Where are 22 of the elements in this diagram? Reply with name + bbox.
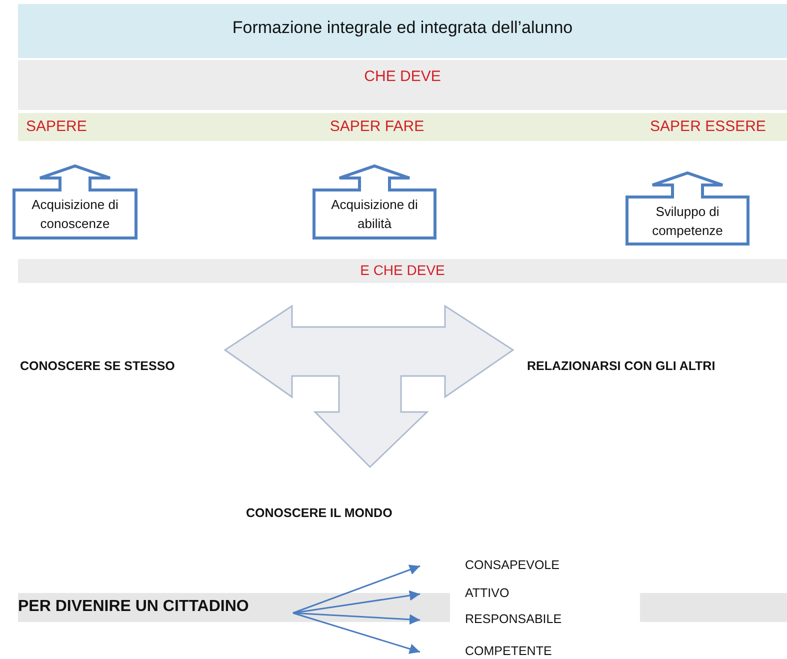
arrow: [292, 564, 420, 614]
band: [18, 113, 787, 141]
text: CONOSCERE SE STESSO: [20, 359, 175, 373]
callout-text: Acquisizione di abilità: [330, 196, 419, 233]
arrow: [292, 612, 420, 654]
text: COMPETENTE: [420, 642, 570, 659]
band-text: SAPERE: [26, 118, 87, 135]
arrow: [292, 612, 420, 625]
text: RELAZIONARSI CON GLI ALTRI: [527, 359, 716, 373]
title-band: [18, 4, 787, 58]
band-text: SAPER ESSERE: [649, 118, 767, 135]
band-text: CHE DEVE: [363, 68, 442, 85]
text: RESPONSABILE: [420, 610, 570, 630]
band-text: SAPER FARE: [328, 118, 426, 135]
callout-text: Sviluppo di competenze: [651, 203, 724, 240]
arrow: [292, 590, 420, 614]
band-text: Formazione integrale ed integrata dell’alunno: [231, 18, 574, 38]
band-text: E CHE DEVE: [359, 262, 446, 278]
text: CONSAPEVOLE: [420, 556, 570, 576]
text: CONOSCERE IL MONDO: [246, 506, 392, 520]
callout-text: Acquisizione di conoscenze: [30, 196, 120, 233]
text: ATTIVO: [420, 584, 570, 604]
